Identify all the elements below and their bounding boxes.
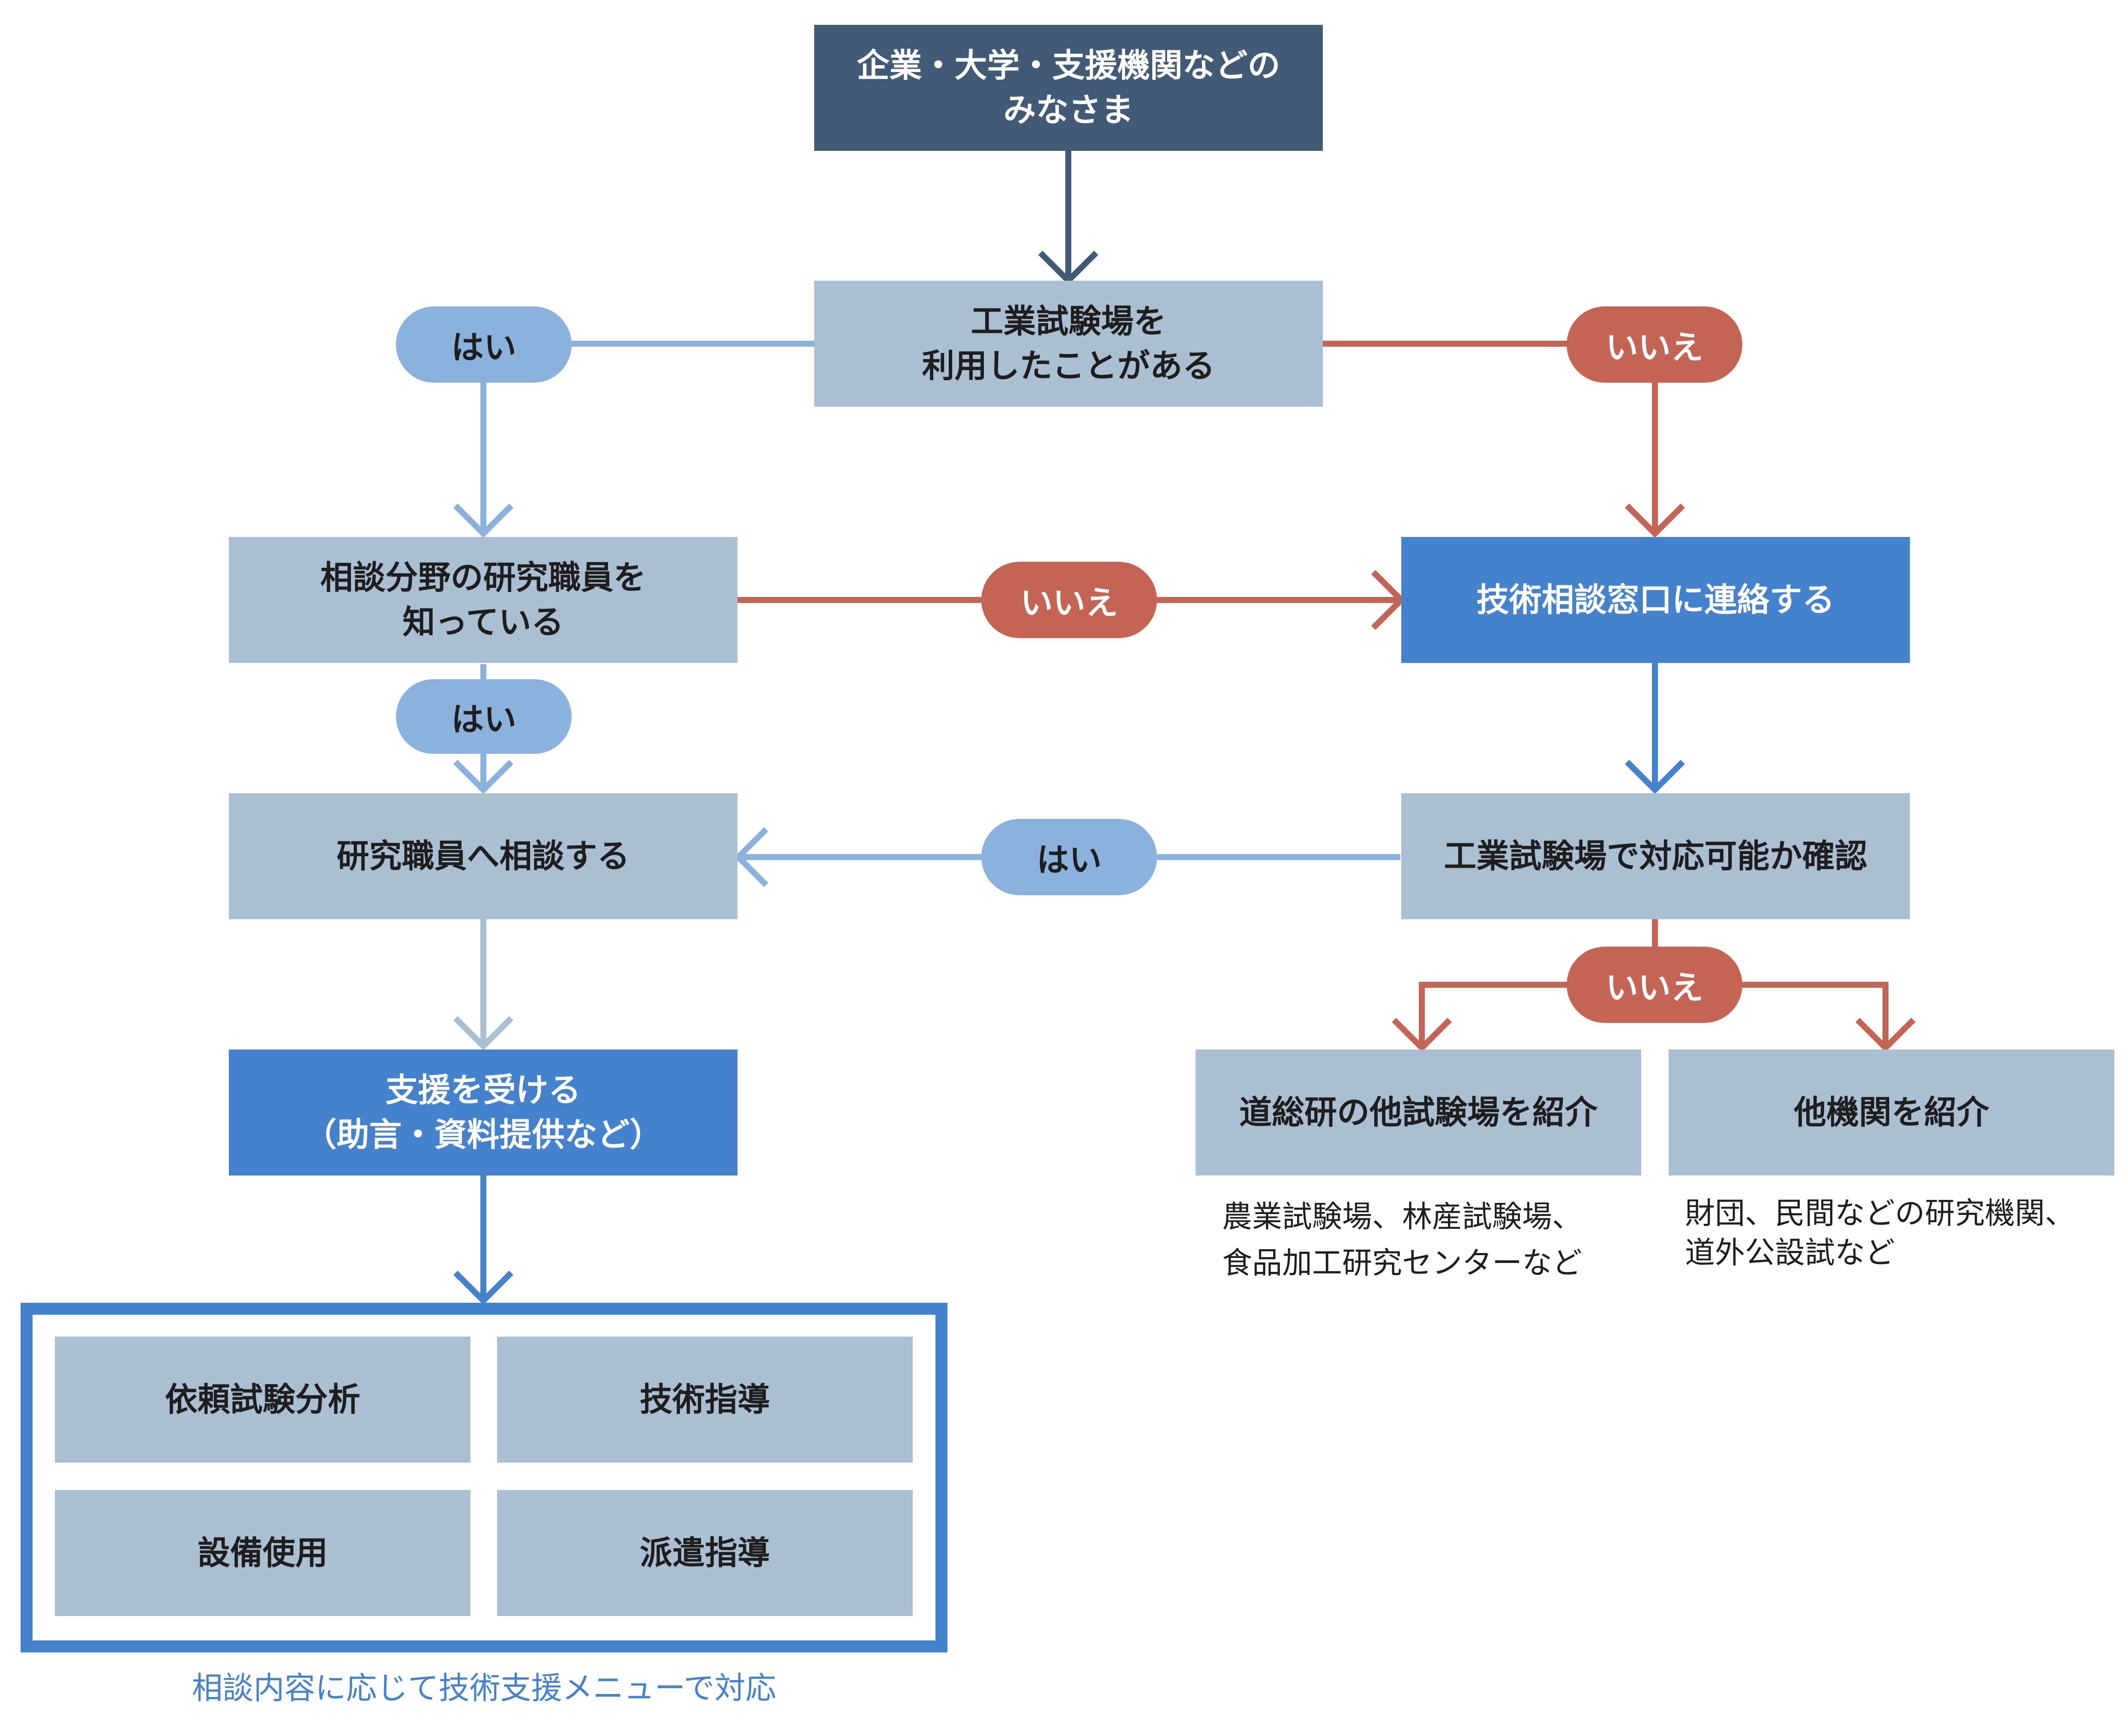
node-contact-window: 技術相談窓口に連絡する	[1401, 537, 1910, 663]
node-check-capability: 工業試験場で対応可能か確認	[1401, 793, 1910, 919]
label-know-no: いいえ	[981, 562, 1157, 638]
label-used-yes: はい	[396, 306, 572, 383]
menu-item-equipment-use: 設備使用	[55, 1490, 471, 1616]
label-check-yes: はい	[981, 819, 1157, 895]
arrowhead-used-yes	[453, 504, 513, 538]
node-consult-staff: 研究職員へ相談する	[229, 793, 737, 919]
connector-no-split-left	[1419, 982, 1568, 1046]
support-menu-caption: 相談内容に応じて技術支援メニューで対応	[192, 1670, 776, 1706]
note-other-sites: 農業試験場、林産試験場、 食品加工研究センターなど	[1222, 1199, 1582, 1280]
connector-no-split-right	[1741, 982, 1888, 1046]
arrowhead-used-no	[1625, 504, 1685, 538]
arrowhead-consult-to-support	[453, 1016, 513, 1050]
menu-item-technical-guidance: 技術指導	[497, 1337, 913, 1463]
menu-item-request-testing: 依頼試験分析	[55, 1337, 471, 1463]
node-question-used-before: 工業試験場を 利用したことがある	[814, 281, 1323, 407]
arrowhead-support-to-menu	[453, 1271, 513, 1305]
arrowhead-check-yes	[734, 827, 768, 887]
node-refer-other-orgs: 他機関を紹介	[1669, 1049, 2114, 1175]
note-other-orgs: 財団、民間などの研究機関、 道外公設試など	[1685, 1196, 2075, 1270]
menu-item-dispatch-guidance: 派遣指導	[497, 1490, 913, 1616]
arrowhead-know-yes	[453, 760, 513, 794]
node-receive-support: 支援を受ける （助言・資料提供など）	[229, 1049, 737, 1175]
arrowhead-no-left	[1392, 1018, 1452, 1052]
node-start: 企業・大学・支援機関などの みなさま	[814, 25, 1323, 151]
node-question-know-staff: 相談分野の研究職員を 知っている	[229, 537, 737, 663]
node-refer-other-sites: 道総研の他試験場を紹介	[1196, 1049, 1641, 1175]
label-used-no: いいえ	[1567, 306, 1742, 383]
arrowhead-no-right	[1855, 1018, 1915, 1052]
label-check-no: いいえ	[1567, 947, 1742, 1023]
label-know-yes: はい	[396, 679, 572, 754]
arrowhead-contact-to-check	[1625, 760, 1685, 794]
